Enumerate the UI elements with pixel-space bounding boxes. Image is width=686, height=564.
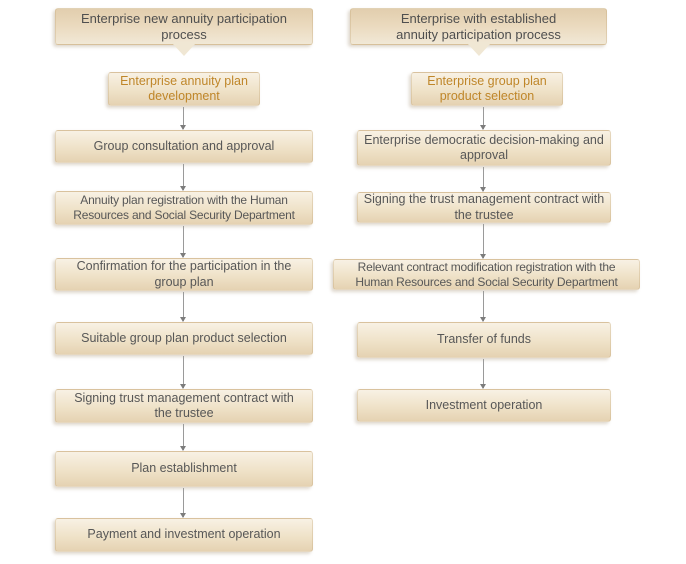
right-step-4: Transfer of funds — [357, 322, 611, 358]
down-arrow-icon — [480, 291, 486, 322]
right-flow-start-step: Enterprise group plan product selection — [411, 72, 563, 106]
down-arrow-icon — [480, 224, 486, 259]
right-flow-header: Enterprise with established annuity part… — [350, 8, 607, 45]
right-flow-start-label: Enterprise group plan product selection — [427, 73, 547, 103]
left-step-1-label: Group consultation and approval — [93, 138, 275, 153]
right-flow-header-line1: Enterprise with established — [400, 10, 557, 26]
left-flow-header: Enterprise new annuity participation pro… — [55, 8, 313, 45]
left-step-5: Signing trust management contract with t… — [55, 389, 313, 423]
down-arrow-icon — [180, 164, 186, 191]
down-arrow-icon — [180, 356, 186, 389]
down-arrow-icon — [180, 488, 186, 518]
left-step-5-label: Signing trust management contract with t… — [74, 390, 294, 420]
down-arrow-icon — [480, 167, 486, 192]
left-flow-start-label: Enterprise annuity plan development — [120, 73, 248, 103]
right-step-2: Signing the trust management contract wi… — [357, 192, 611, 223]
left-step-4-label: Suitable group plan product selection — [81, 330, 287, 345]
right-flow-header-line2: annuity participation process — [396, 26, 561, 42]
left-step-7-label: Payment and investment operation — [87, 527, 281, 542]
left-step-6: Plan establishment — [55, 451, 313, 487]
left-step-2: Annuity plan registration with the Human… — [55, 191, 313, 225]
right-step-1: Enterprise democratic decision-making an… — [357, 130, 611, 166]
right-step-2-label: Signing the trust management contract wi… — [363, 192, 605, 222]
left-flow-header-line1: Enterprise new annuity participation — [81, 10, 287, 26]
right-step-3-label: Relevant contract modification registrat… — [355, 259, 618, 289]
down-arrow-icon — [480, 359, 486, 389]
right-step-3: Relevant contract modification registrat… — [333, 259, 640, 290]
left-step-3-label: Confirmation for the participation in th… — [76, 259, 292, 289]
left-flow-header-text: Enterprise new annuity participation pro… — [81, 11, 287, 43]
right-step-5-label: Investment operation — [425, 397, 543, 412]
left-step-2-label: Annuity plan registration with the Human… — [73, 193, 295, 222]
left-step-7: Payment and investment operation — [55, 518, 313, 552]
down-arrow-icon — [180, 107, 186, 130]
left-step-4: Suitable group plan product selection — [55, 322, 313, 355]
right-step-1-label: Enterprise democratic decision-making an… — [364, 132, 604, 162]
right-flow-header-text: Enterprise with established annuity part… — [396, 11, 561, 43]
left-step-1: Group consultation and approval — [55, 130, 313, 163]
left-flow-header-line2: process — [161, 26, 207, 42]
down-arrow-icon — [180, 292, 186, 322]
down-arrow-icon — [180, 424, 186, 451]
left-step-6-label: Plan establishment — [131, 461, 237, 476]
left-flow-start-step: Enterprise annuity plan development — [108, 72, 260, 106]
right-step-5: Investment operation — [357, 389, 611, 422]
down-arrow-icon — [480, 107, 486, 130]
left-step-3: Confirmation for the participation in th… — [55, 258, 313, 291]
down-arrow-icon — [180, 226, 186, 258]
right-step-4-label: Transfer of funds — [436, 332, 532, 347]
